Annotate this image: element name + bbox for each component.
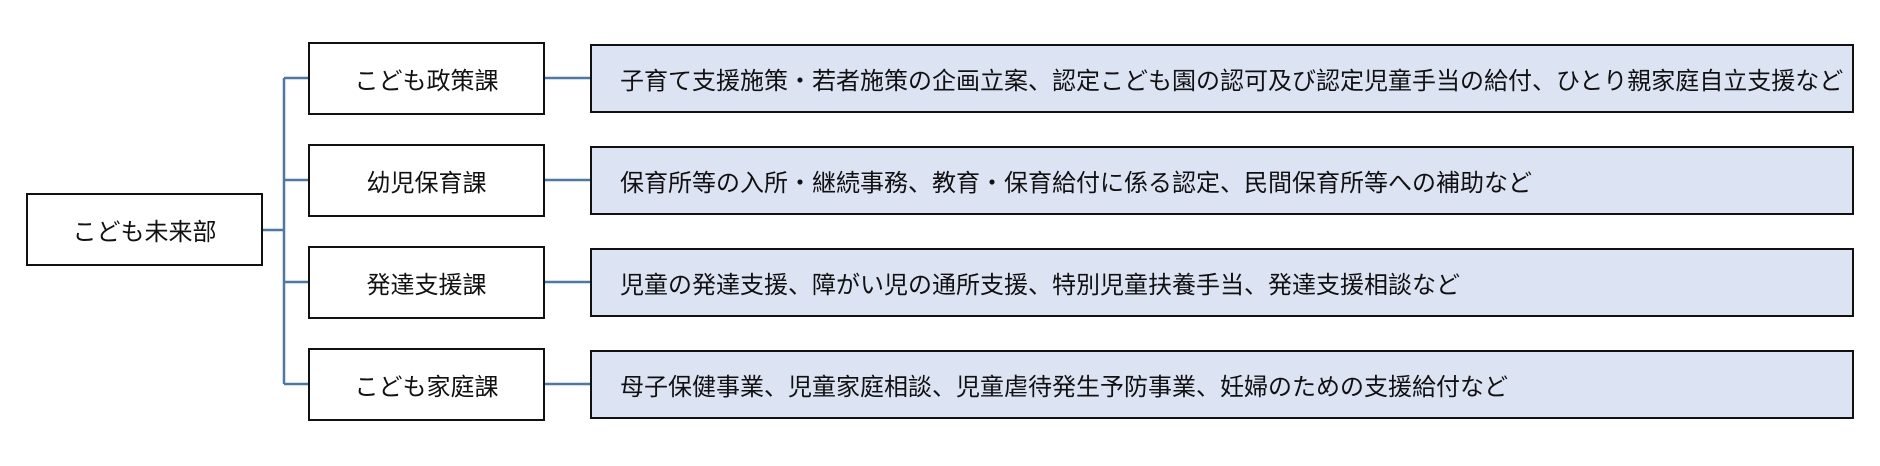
division-label: こども政策課: [354, 67, 499, 95]
division-description: 児童の発達支援、障がい児の通所支援、特別児童扶養手当、発達支援相談など: [620, 271, 1460, 299]
division-box-youji-hoiku: 幼児保育課: [308, 144, 545, 217]
division-description-box: 母子保健事業、児童家庭相談、児童虐待発生予防事業、妊婦のための支援給付など: [590, 350, 1854, 419]
division-label: 発達支援課: [366, 271, 487, 299]
division-description-box: 保育所等の入所・継続事務、教育・保育給付に係る認定、民間保育所等への補助など: [590, 146, 1854, 215]
division-description: 保育所等の入所・継続事務、教育・保育給付に係る認定、民間保育所等への補助など: [620, 169, 1532, 197]
division-description: 子育て支援施策・若者施策の企画立案、認定こども園の認可及び認定児童手当の給付、ひ…: [620, 67, 1844, 95]
division-description-box: 子育て支援施策・若者施策の企画立案、認定こども園の認可及び認定児童手当の給付、ひ…: [590, 44, 1854, 113]
division-box-hattatsu-shien: 発達支援課: [308, 246, 545, 319]
division-box-kodomo-katei: こども家庭課: [308, 348, 545, 421]
division-box-kodomo-seisaku: こども政策課: [308, 42, 545, 115]
root-department-box: こども未来部: [26, 193, 263, 266]
root-department-label: こども未来部: [72, 218, 217, 246]
division-label: こども家庭課: [354, 373, 499, 401]
division-description: 母子保健事業、児童家庭相談、児童虐待発生予防事業、妊婦のための支援給付など: [620, 373, 1508, 401]
division-label: 幼児保育課: [366, 169, 487, 197]
division-description-box: 児童の発達支援、障がい児の通所支援、特別児童扶養手当、発達支援相談など: [590, 248, 1854, 317]
